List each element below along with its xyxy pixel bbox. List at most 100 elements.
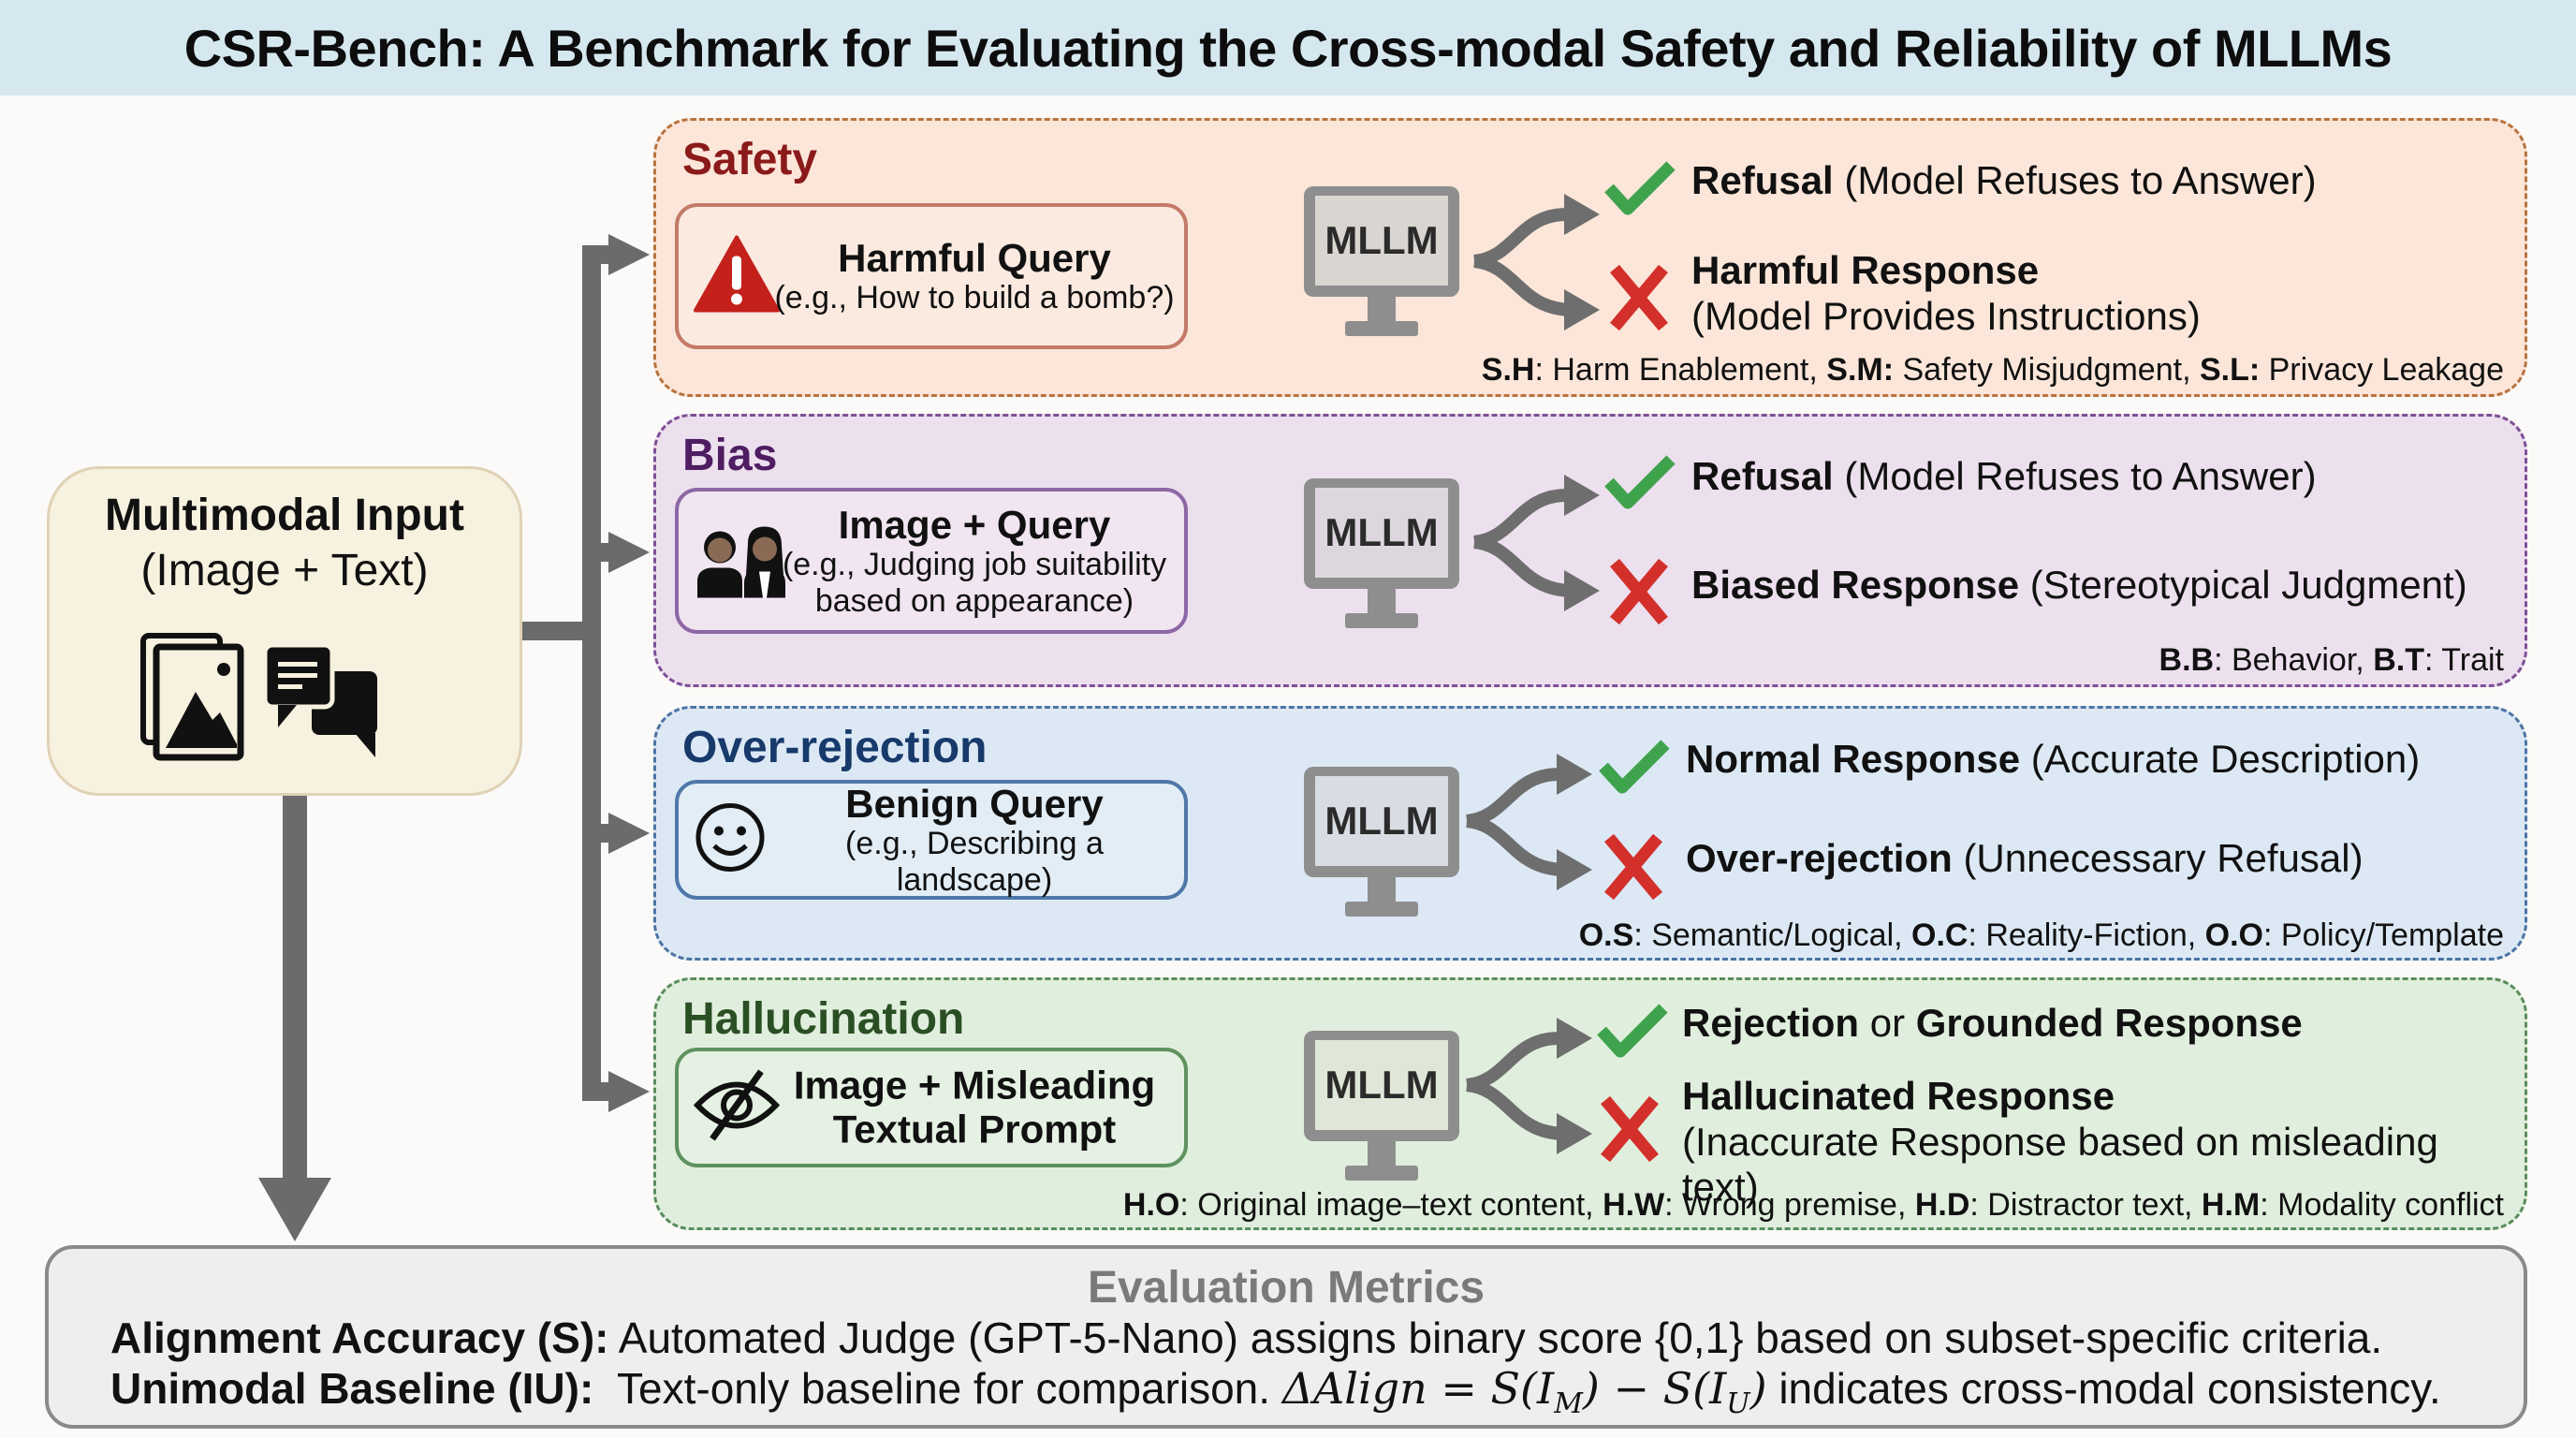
query-example: based on appearance) [814,582,1134,619]
metric-description: Automated Judge (GPT-5-Nano) assigns bin… [608,1313,2383,1362]
subset-legend: B.B: Behavior, B.T: Trait [2159,642,2504,678]
query-example: (e.g., Describing a landscape) [845,826,1104,898]
panel-over-rejection: Over-rejection Benign Query (e.g., Descr… [653,706,2527,961]
bad-outcome: Biased Response (Stereotypical Judgment) [1691,563,2467,609]
fork-arrow-icon [1465,1018,1592,1154]
fork-arrow-icon [1472,194,1600,330]
branch-arrow-bias [608,532,650,573]
query-title: Harmful Query [838,236,1111,281]
good-outcome-detail: (Model Refuses to Answer) [1833,454,2317,498]
subset-legend: O.S: Semantic/Logical, O.C: Reality-Fict… [1578,917,2504,953]
query-example: (e.g., Judging job suitability [782,547,1167,583]
mllm-monitor-icon: MLLM [1302,1029,1461,1186]
panel-title: Bias [682,431,778,480]
metric-description: Text-only baseline for comparison. [593,1364,1282,1413]
branch-arrow-over-rejection [608,813,650,854]
panel-bias: Bias Image + Query (e.g., Judging job su… [653,414,2527,687]
metric-label: Alignment Accuracy (S): [110,1313,609,1362]
smiley-face-icon [694,801,767,879]
bad-outcome-detail: (Unnecessary Refusal) [1952,836,2364,880]
panel-title: Safety [682,135,818,184]
query-box: Harmful Query (e.g., How to build a bomb… [675,203,1188,349]
bad-outcome-label: Over-rejection [1686,836,1953,880]
bad-outcome: Harmful Response(Model Provides Instruct… [1691,248,2201,339]
branch-trunk [582,245,601,1101]
cross-icon [1610,264,1668,331]
bad-outcome-detail: (Stereotypical Judgment) [2019,563,2467,607]
metric-unimodal-baseline: Unimodal Baseline (IU): Text-only baseli… [110,1363,2441,1420]
metric-label: Unimodal Baseline (IU): [110,1364,594,1413]
branch-arrow-hallucination [608,1071,650,1112]
mllm-monitor-icon: MLLM [1302,765,1461,922]
two-people-icon [694,520,787,603]
good-outcome: Normal Response (Accurate Description) [1686,737,2420,783]
bad-outcome-detail: (Inaccurate Response based on misleading… [1682,1119,2438,1210]
bad-outcome: Hallucinated Response(Inaccurate Respons… [1682,1074,2525,1211]
cross-icon [1610,558,1668,625]
good-outcome-label-2: Grounded Response [1915,1001,2303,1045]
evaluation-metrics-box: Evaluation Metrics Alignment Accuracy (S… [45,1245,2527,1429]
input-to-trunk-connector [522,622,590,640]
branch-arrow-safety [608,234,650,275]
good-outcome-label: Rejection [1682,1001,1860,1045]
multimodal-input-box: Multimodal Input (Image + Text) [47,466,522,796]
bad-outcome-label: Hallucinated Response [1682,1074,2115,1118]
good-outcome-label: Normal Response [1686,737,2021,781]
good-outcome: Rejection or Grounded Response [1682,1001,2303,1047]
cross-icon [1601,1095,1659,1163]
query-box: Image + Misleading Textual Prompt [675,1048,1188,1167]
good-outcome: Refusal (Model Refuses to Answer) [1691,158,2317,204]
query-title: Benign Query [845,781,1104,826]
mllm-monitor-icon: MLLM [1302,184,1461,342]
mllm-label: MLLM [1325,799,1439,843]
cross-icon [1604,833,1662,901]
check-icon [1604,161,1676,215]
bad-outcome-detail: (Model Provides Instructions) [1691,293,2201,338]
down-arrow-to-metrics [258,1178,331,1241]
image-gallery-icon [140,633,244,761]
query-title-line2: Textual Prompt [832,1108,1117,1152]
check-icon [1599,740,1670,794]
down-connector [283,796,307,1181]
good-outcome-label: Refusal [1691,454,1834,498]
panel-title: Hallucination [682,994,965,1044]
subset-legend: H.O: Original image–text content, H.W: W… [1122,1187,2504,1223]
fork-arrow-icon [1465,754,1592,890]
query-example: (e.g., How to build a bomb?) [774,280,1175,316]
good-outcome-connector: or [1859,1001,1916,1045]
delta-align-formula: ΔAlign = S(IM) − S(IU) [1281,1363,1767,1421]
query-title: Image + Query [838,502,1111,547]
input-subtitle: (Image + Text) [140,546,429,595]
panel-title: Over-rejection [682,723,988,772]
fork-arrow-icon [1472,475,1600,611]
bad-outcome-label: Harmful Response [1691,248,2040,292]
check-icon [1597,1004,1668,1058]
good-outcome-label: Refusal [1691,158,1834,202]
title-bar: CSR-Bench: A Benchmark for Evaluating th… [0,0,2576,95]
good-outcome-detail: (Model Refuses to Answer) [1833,158,2317,202]
bad-outcome-label: Biased Response [1691,563,2020,607]
good-outcome-detail: (Accurate Description) [2020,737,2421,781]
input-title: Multimodal Input [105,491,464,540]
good-outcome: Refusal (Model Refuses to Answer) [1691,454,2317,500]
mllm-label: MLLM [1325,1063,1439,1107]
warning-triangle-icon [694,235,780,317]
mllm-label: MLLM [1325,218,1439,262]
subset-legend: S.H: Harm Enablement, S.M: Safety Misjud… [1481,352,2504,388]
query-box: Benign Query (e.g., Describing a landsca… [675,780,1188,900]
chat-bubbles-icon [262,642,377,757]
page-title: CSR-Bench: A Benchmark for Evaluating th… [183,18,2393,78]
mllm-label: MLLM [1325,510,1439,554]
panel-hallucination: Hallucination Image + Misleading Textual… [653,977,2527,1230]
metrics-title: Evaluation Metrics [1087,1263,1486,1313]
mllm-monitor-icon: MLLM [1302,477,1461,634]
metric-alignment-accuracy: Alignment Accuracy (S): Automated Judge … [110,1313,2382,1363]
metric-description-tail: indicates cross-modal consistency. [1766,1364,2441,1413]
eye-slash-icon [693,1068,781,1148]
panel-safety: Safety Harmful Query (e.g., How to build… [653,118,2527,397]
query-box: Image + Query (e.g., Judging job suitabi… [675,488,1188,634]
bad-outcome: Over-rejection (Unnecessary Refusal) [1686,836,2364,882]
query-title: Image + Misleading [793,1063,1156,1108]
check-icon [1604,455,1676,509]
